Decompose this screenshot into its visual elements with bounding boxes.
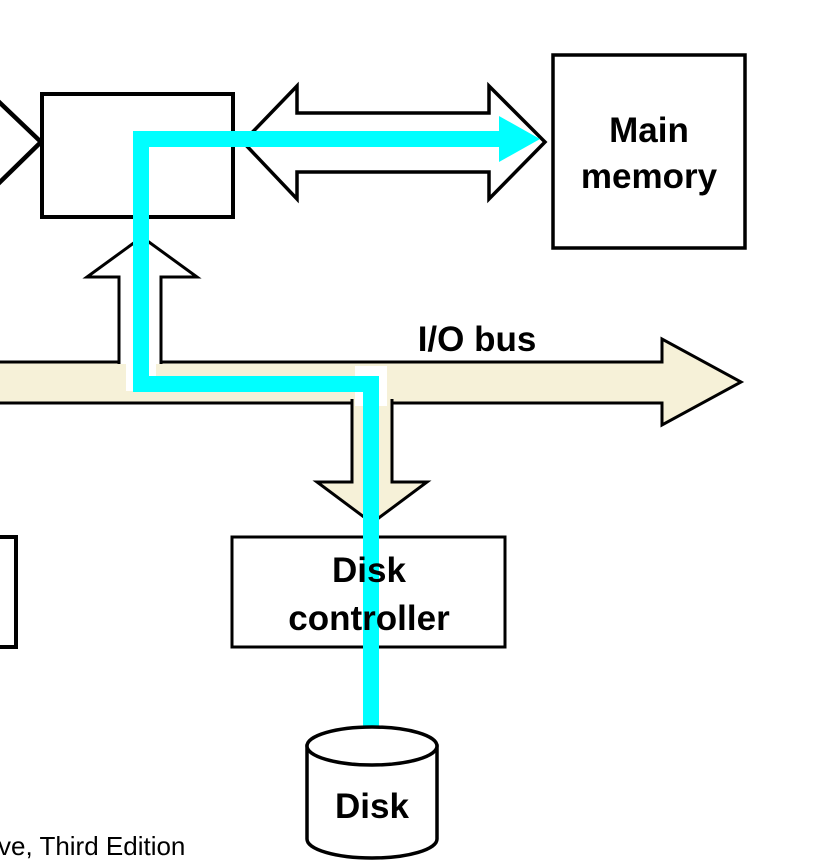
main-memory-box [551,53,747,250]
disk-controller-label-line2: controller [288,599,450,638]
dma-path [133,131,502,731]
partial-left-box [0,535,18,649]
disk-label: Disk [335,787,409,826]
main-memory-label-line2: memory [581,157,718,196]
main-memory-label-line1: Main [609,111,689,150]
disk-controller-label-line1: Disk [332,551,406,590]
io-bus-label: I/O bus [418,320,537,359]
caption: ve, Third Edition [0,831,185,861]
left-arrowhead [0,99,45,186]
disk-cylinder-body [305,744,439,860]
dma-path-arrowhead [499,116,540,162]
disk-cylinder-top [305,725,439,767]
